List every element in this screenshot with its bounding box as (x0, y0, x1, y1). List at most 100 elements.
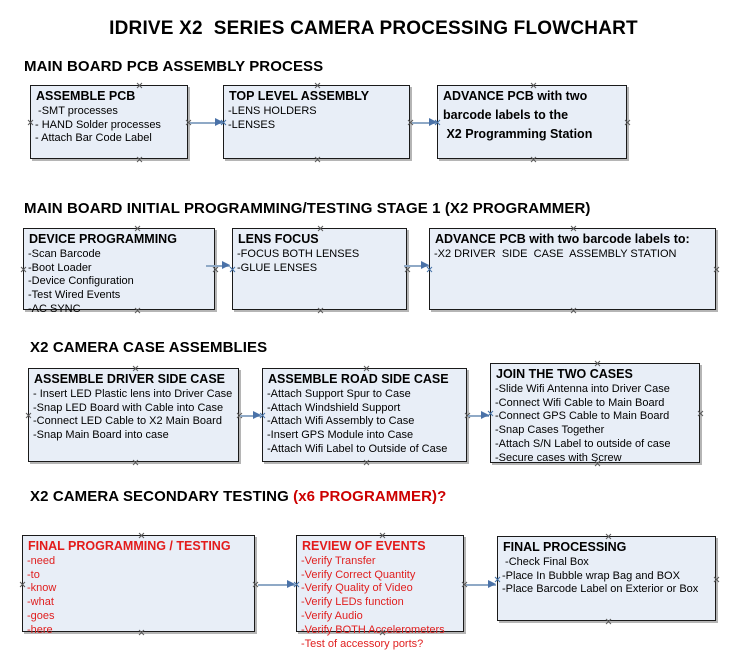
node-line: -what (27, 596, 54, 609)
node-line: -goes (27, 610, 55, 623)
node-line: barcode labels to the (443, 107, 569, 122)
arrow-shaft (206, 265, 230, 267)
node-line: -AC SYNC (28, 303, 81, 316)
arrow-driverside-to-roadside (240, 411, 261, 420)
node-assemble-pcb[interactable]: ASSEMBLE PCB -SMT processes - HAND Solde… (30, 85, 188, 159)
arrow-shaft (240, 415, 261, 417)
arrow-finalprog-to-review (258, 580, 295, 589)
node-header: FINAL PROCESSING (503, 540, 627, 554)
node-line: -LENS HOLDERS (228, 104, 317, 117)
node-line: -to (27, 568, 40, 581)
node-lens-focus[interactable]: LENS FOCUS -FOCUS BOTH LENSES -GLUE LENS… (232, 228, 407, 310)
connector-handle-bottom[interactable] (317, 307, 324, 314)
node-line: -Verify Audio (301, 610, 363, 623)
node-line: -LENSES (228, 118, 276, 131)
arrow-device-to-lensfocus (206, 261, 230, 270)
arrow-shaft (404, 265, 429, 267)
node-header: ADVANCE PCB with two (443, 89, 588, 103)
node-header: TOP LEVEL ASSEMBLY (229, 89, 370, 103)
node-line: -FOCUS BOTH LENSES (237, 247, 360, 260)
arrow-head (253, 411, 261, 419)
node-line: -need (27, 554, 56, 567)
arrow-review-to-finalprocessing (466, 580, 496, 589)
arrow-head (429, 118, 437, 126)
arrow-head (421, 261, 429, 269)
arrow-head (488, 580, 496, 588)
node-line: -Check Final Box (502, 555, 589, 568)
node-device-programming[interactable]: DEVICE PROGRAMMING -Scan Barcode -Boot L… (23, 228, 215, 315)
node-line: -here (27, 624, 53, 637)
node-line: -X2 DRIVER SIDE CASE ASSEMBLY STATION (434, 247, 677, 260)
node-line: -Verify Transfer (301, 554, 376, 567)
connector-handle-bottom[interactable] (136, 156, 143, 163)
node-header: REVIEW OF EVENTS (302, 539, 426, 553)
node-line: -Verify Correct Quantity (301, 568, 416, 581)
arrow-assemble-to-toplevel (190, 118, 223, 127)
node-line: -Test Wired Events (28, 289, 121, 302)
connector-handle-bottom[interactable] (605, 618, 612, 625)
arrow-toplevel-to-advance (412, 118, 437, 127)
node-line: -Snap Cases Together (495, 424, 605, 437)
node-line: -Attach Support Spur to Case (267, 387, 411, 400)
node-line: -Connect LED Cable to X2 Main Board (33, 415, 222, 428)
connector-handle-bottom[interactable] (530, 156, 537, 163)
node-header: FINAL PROGRAMMING / TESTING (28, 539, 231, 553)
connector-handle-bottom[interactable] (363, 459, 370, 466)
section-heading-1: MAIN BOARD PCB ASSEMBLY PROCESS (24, 58, 324, 75)
node-assemble-road-side-case[interactable]: ASSEMBLE ROAD SIDE CASE -Attach Support … (262, 368, 467, 462)
node-advance-pcb-programming-station[interactable]: ADVANCE PCB with two barcode labels to t… (437, 85, 627, 159)
node-line: -Boot Loader (28, 261, 92, 274)
connector-handle-bottom[interactable] (314, 156, 321, 163)
arrow-shaft (468, 415, 489, 417)
arrow-head (215, 118, 223, 126)
section-heading-4: X2 CAMERA SECONDARY TESTING (x6 PROGRAMM… (30, 488, 446, 505)
node-line: -Snap Main Board into case (33, 429, 169, 442)
section-heading-4-accent: (x6 PROGRAMMER)? (293, 488, 447, 505)
node-review-of-events[interactable]: REVIEW OF EVENTS -Verify Transfer -Verif… (296, 535, 464, 650)
node-header: ASSEMBLE DRIVER SIDE CASE (34, 372, 226, 386)
node-line: -Scan Barcode (28, 247, 101, 260)
node-line: -Attach Windshield Support (267, 401, 401, 414)
node-header: JOIN THE TWO CASES (496, 367, 633, 381)
node-line: -Verify LEDs function (301, 596, 404, 609)
node-advance-pcb-driver-side-case[interactable]: ADVANCE PCB with two barcode labels to: … (429, 228, 716, 310)
arrow-head (481, 411, 489, 419)
section-heading-3: X2 CAMERA CASE ASSEMBLIES (30, 339, 268, 356)
connector-handle-bottom[interactable] (570, 307, 577, 314)
node-line: - HAND Solder processes (35, 118, 161, 131)
node-line: -Snap LED Board with Cable into Case (33, 401, 224, 414)
node-line: -Place Barcode Label on Exterior or Box (502, 583, 699, 596)
node-assemble-driver-side-case[interactable]: ASSEMBLE DRIVER SIDE CASE - Insert LED P… (28, 368, 239, 462)
node-final-programming-testing[interactable]: FINAL PROGRAMMING / TESTING -need -to -k… (22, 535, 255, 636)
node-line: - Insert LED Plastic lens into Driver Ca… (33, 387, 233, 400)
arrow-head (287, 580, 295, 588)
arrow-roadside-to-join (468, 411, 489, 420)
node-line: -Insert GPS Module into Case (267, 429, 414, 442)
node-header: ASSEMBLE ROAD SIDE CASE (268, 372, 449, 386)
connector-handle-bottom[interactable] (132, 459, 139, 466)
node-line-overflow: -Test of accessory ports? (301, 637, 424, 650)
arrow-shaft (258, 584, 295, 586)
node-line: -Attach S/N Label to outside of case (495, 438, 671, 451)
arrow-shaft (190, 122, 223, 124)
arrow-lensfocus-to-advance (404, 261, 429, 270)
node-line: X2 Programming Station (443, 126, 593, 141)
arrow-shaft (412, 122, 437, 124)
node-line: -GLUE LENSES (237, 261, 318, 274)
node-line: -know (27, 582, 57, 595)
node-line: -Secure cases with Screw (495, 452, 622, 465)
node-header: ADVANCE PCB with two barcode labels to: (435, 232, 690, 246)
node-final-processing[interactable]: FINAL PROCESSING -Check Final Box -Place… (497, 536, 716, 621)
node-line: -Slide Wifi Antenna into Driver Case (495, 382, 670, 395)
section-heading-4-text: X2 CAMERA SECONDARY TESTING (30, 488, 294, 505)
node-header: DEVICE PROGRAMMING (29, 232, 177, 246)
node-line: -Verify Quality of Video (301, 582, 413, 595)
node-top-level-assembly[interactable]: TOP LEVEL ASSEMBLY -LENS HOLDERS -LENSES (223, 85, 410, 159)
node-join-the-two-cases[interactable]: JOIN THE TWO CASES -Slide Wifi Antenna i… (490, 363, 700, 465)
node-line: -Device Configuration (28, 275, 134, 288)
node-header: LENS FOCUS (238, 232, 319, 246)
node-line: -Attach Wifi Assembly to Case (267, 415, 415, 428)
connector-handle-right[interactable] (713, 266, 720, 273)
node-line: -Place In Bubble wrap Bag and BOX (502, 569, 680, 582)
